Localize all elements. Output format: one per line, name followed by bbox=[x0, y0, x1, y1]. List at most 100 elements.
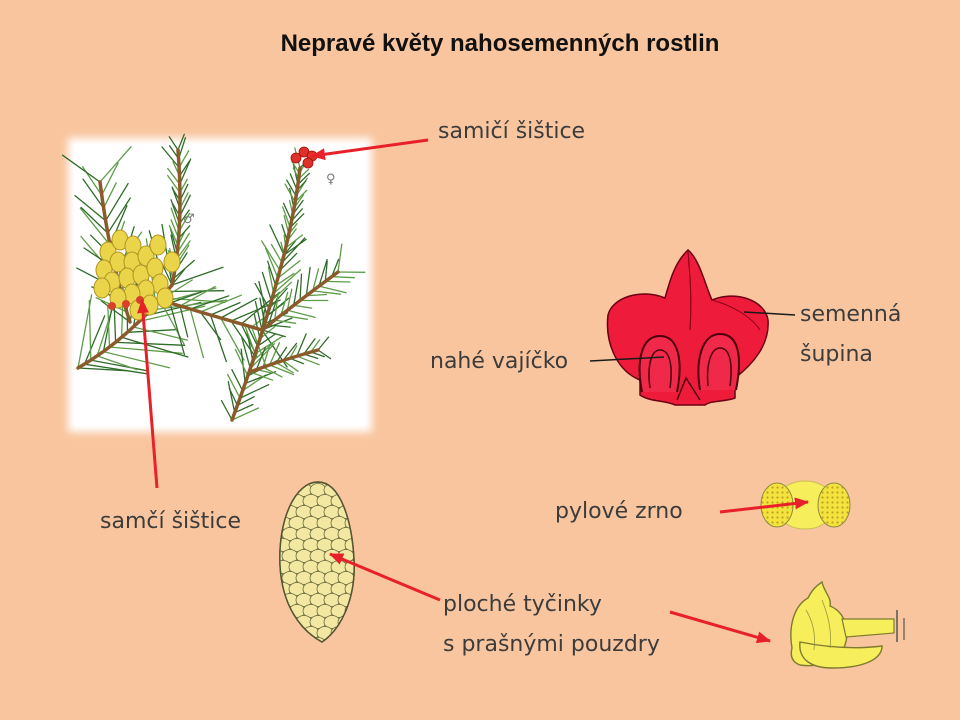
pine-needle bbox=[296, 355, 320, 366]
pine-needle bbox=[74, 194, 107, 222]
pine-needle bbox=[243, 324, 256, 355]
male-cone-illustration bbox=[279, 481, 355, 643]
pollen-air-sac-right bbox=[817, 482, 851, 528]
seed-scale-edge-line bbox=[711, 299, 761, 331]
pine-needle bbox=[171, 266, 224, 286]
pine-needle bbox=[324, 260, 328, 283]
pine-needle bbox=[272, 269, 302, 295]
pine-needle bbox=[283, 238, 307, 256]
male-cone-scale bbox=[295, 637, 313, 642]
pine-needle bbox=[189, 308, 205, 359]
pine-stem bbox=[230, 253, 286, 422]
stamen-filament bbox=[841, 618, 895, 638]
seed-scale-illustration bbox=[606, 249, 769, 406]
pine-needle bbox=[227, 373, 241, 399]
pine-needle bbox=[189, 295, 230, 310]
pine-needle bbox=[209, 314, 227, 363]
male-cone-scale bbox=[279, 494, 292, 508]
pine-stem bbox=[248, 348, 320, 374]
pine-needle bbox=[83, 315, 106, 365]
pine-needle bbox=[267, 324, 291, 328]
male-cone-scale bbox=[337, 637, 355, 642]
male-cone-scale bbox=[279, 593, 285, 607]
male-cone-cluster-bud bbox=[93, 277, 111, 299]
pine-needle bbox=[256, 333, 277, 347]
pine-needle bbox=[281, 237, 306, 264]
label-pollen-grain: pylové zrno bbox=[555, 499, 683, 524]
pine-needle bbox=[244, 371, 277, 385]
pine-branch-illustration bbox=[61, 133, 366, 422]
pine-needle bbox=[80, 206, 109, 234]
pine-needle bbox=[199, 294, 242, 313]
pine-needle bbox=[253, 314, 261, 340]
pine-needle bbox=[303, 338, 316, 355]
pine-needle bbox=[324, 280, 351, 283]
pine-needle bbox=[275, 362, 294, 374]
pine-needle bbox=[286, 309, 316, 319]
pine-needle bbox=[270, 281, 293, 302]
pine-needle bbox=[258, 280, 268, 317]
pine-needle bbox=[284, 183, 296, 203]
pine-needle bbox=[178, 160, 191, 177]
pine-needle bbox=[220, 297, 258, 319]
label-flat-stamens-line1: ploché tyčinky bbox=[443, 592, 602, 617]
pine-needle bbox=[318, 285, 347, 294]
pine-needle bbox=[279, 252, 298, 272]
male-cone-cluster-base bbox=[108, 302, 116, 310]
male-cone-scales bbox=[279, 483, 355, 642]
pine-needle bbox=[234, 403, 254, 414]
pine-needle bbox=[261, 329, 286, 338]
pine-needle bbox=[209, 301, 241, 316]
pine-needle bbox=[241, 337, 251, 370]
pine-needle bbox=[179, 285, 216, 307]
pine-needle bbox=[274, 319, 297, 324]
pine-needle bbox=[234, 348, 249, 377]
male-cone-scale bbox=[337, 483, 355, 497]
pine-needle bbox=[114, 341, 186, 346]
pine-needle bbox=[286, 288, 293, 311]
pine-needle bbox=[262, 366, 283, 378]
pine-needle bbox=[77, 367, 128, 372]
pine-needle bbox=[337, 243, 343, 273]
pine-needle bbox=[282, 202, 293, 222]
label-seed-scale-line1: semenná bbox=[800, 302, 902, 327]
ovule-right-inner bbox=[706, 347, 732, 387]
male-cone-scale bbox=[288, 626, 306, 640]
male-cone-scale bbox=[281, 637, 299, 642]
pine-needle bbox=[299, 273, 303, 302]
pine-stem bbox=[282, 166, 302, 257]
pine-needle bbox=[267, 260, 277, 287]
pine-needle bbox=[281, 206, 291, 229]
pine-needle bbox=[104, 182, 129, 222]
male-cone-scale bbox=[330, 626, 348, 640]
pine-needle bbox=[312, 290, 342, 295]
stamen-pollen-sac-lower bbox=[799, 641, 883, 669]
male-cone-cluster-base bbox=[122, 300, 130, 308]
pine-needle bbox=[236, 396, 255, 407]
pine-needle bbox=[280, 314, 308, 320]
pine-needle bbox=[100, 300, 131, 323]
pine-needle bbox=[179, 305, 189, 338]
pine-needle bbox=[312, 268, 320, 292]
pine-needle bbox=[296, 333, 307, 357]
pine-needle bbox=[274, 292, 279, 321]
pine-needle bbox=[246, 330, 254, 362]
pine-needle bbox=[239, 384, 270, 399]
arrow-male-cone bbox=[137, 299, 159, 489]
label-female-cone: samičí šištice bbox=[438, 119, 586, 144]
pine-needle bbox=[179, 158, 192, 185]
pine-needle bbox=[318, 258, 328, 287]
pine-needle bbox=[107, 304, 111, 348]
pine-needle bbox=[172, 259, 195, 280]
label-seed-scale-line2: šupina bbox=[800, 342, 873, 367]
pine-needle bbox=[268, 364, 295, 376]
pine-needle bbox=[254, 300, 263, 332]
pine-needle bbox=[277, 260, 301, 279]
pine-needle bbox=[220, 399, 233, 421]
label-flat-stamens-line2: s prašnými pouzdry bbox=[443, 632, 660, 657]
female-symbol: ♀ bbox=[326, 172, 336, 187]
male-cone-scale bbox=[344, 626, 355, 640]
pine-needle bbox=[99, 146, 132, 183]
stamen-sac-texture bbox=[805, 599, 831, 651]
